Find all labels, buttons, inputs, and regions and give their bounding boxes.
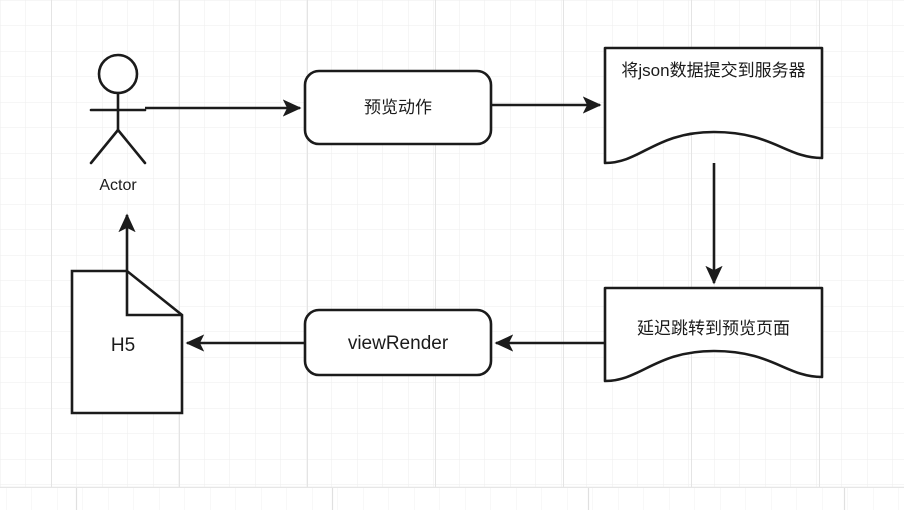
node-h5-page[interactable] (70, 269, 184, 415)
actor-head-icon (97, 53, 139, 95)
actor-leg-left (89, 128, 120, 165)
h5-page-fold (125, 271, 182, 317)
actor-leg-right (116, 128, 147, 165)
node-view-render[interactable] (303, 308, 493, 377)
node-actor[interactable] (89, 53, 147, 165)
node-preview-action[interactable] (303, 69, 493, 146)
node-delayed-redirect[interactable] (603, 286, 824, 383)
h5-page-outline (70, 269, 184, 415)
node-submit-json[interactable] (603, 46, 824, 165)
